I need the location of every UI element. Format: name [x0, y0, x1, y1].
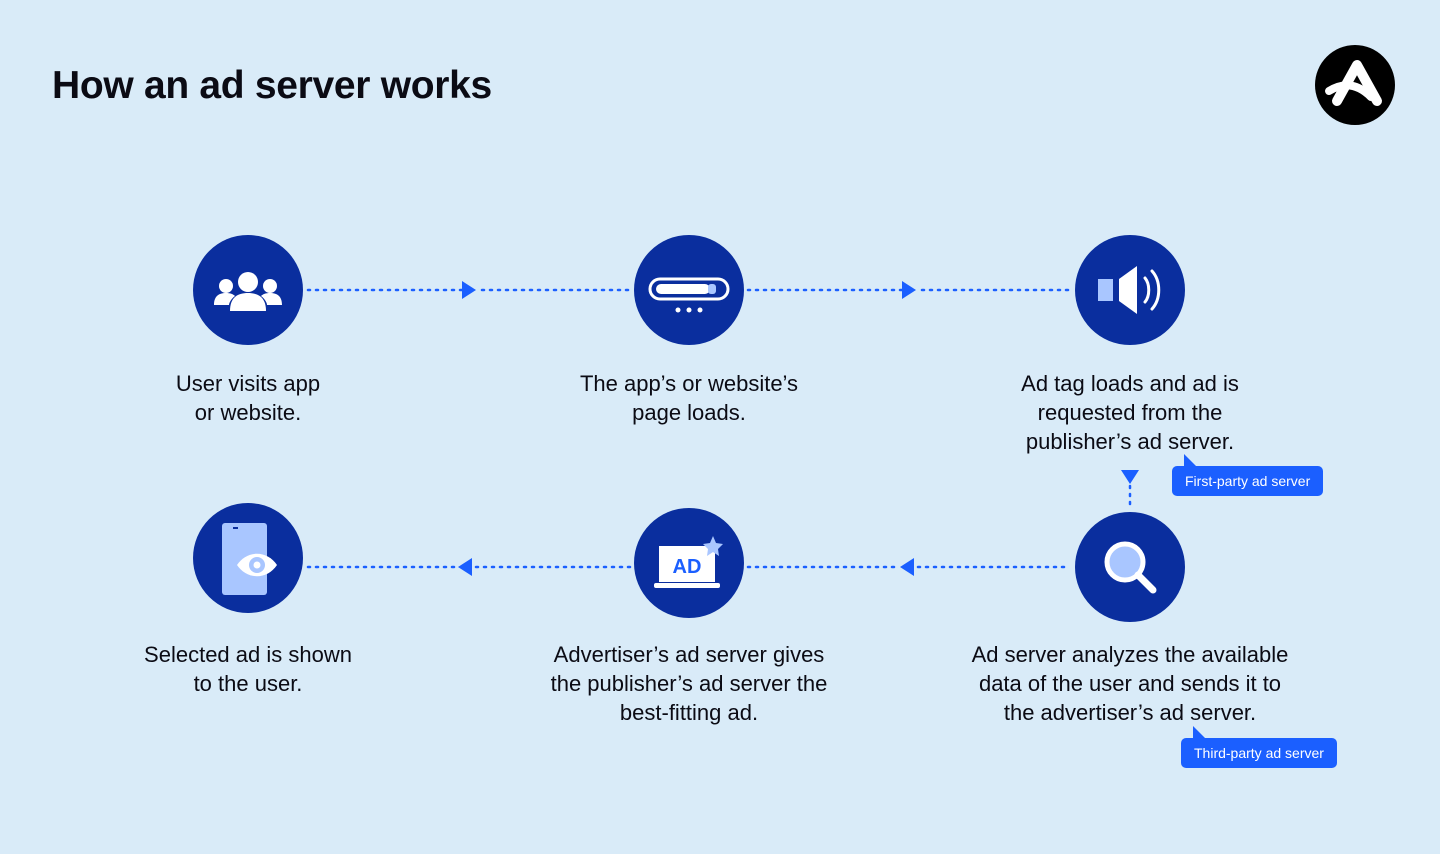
arrow-right-icon	[462, 281, 476, 299]
step-1-caption: User visits app or website.	[175, 371, 321, 425]
speaker-icon	[1098, 266, 1161, 314]
phone-eye-icon	[222, 523, 277, 595]
third-party-tag: Third-party ad server	[1181, 726, 1337, 768]
magnifier-icon	[1104, 541, 1157, 594]
brand-a-logo-icon	[1325, 60, 1382, 106]
step-5-caption: Advertiser’s ad server gives the publish…	[550, 642, 828, 725]
step-page-load-node	[634, 235, 744, 345]
step-best-ad-node: AD	[634, 508, 744, 618]
step-4-caption: Ad server analyzes the available data of…	[971, 642, 1289, 725]
brand-logo	[1315, 45, 1395, 125]
step-6-caption: Selected ad is shown to the user.	[144, 642, 352, 696]
arrow-left-icon	[458, 558, 472, 576]
step-users-node	[193, 235, 303, 345]
step-2-caption: The app’s or website’s page loads.	[579, 371, 799, 425]
ad-label: AD	[673, 556, 702, 578]
step-ad-shown-node	[193, 503, 303, 613]
page-title: How an ad server works	[52, 64, 492, 107]
laptop-ad-icon: AD	[654, 536, 723, 588]
arrow-down-icon	[1121, 470, 1139, 484]
arrow-left-icon	[900, 558, 914, 576]
step-analyze-node	[1075, 512, 1185, 622]
users-icon	[214, 272, 282, 311]
arrow-right-icon	[902, 281, 916, 299]
step-ad-request-node	[1075, 235, 1185, 345]
first-party-tag: First-party ad server	[1172, 454, 1324, 496]
step-3-caption: Ad tag loads and ad is requested from th…	[1021, 371, 1239, 454]
loading-bar-icon	[648, 277, 730, 313]
